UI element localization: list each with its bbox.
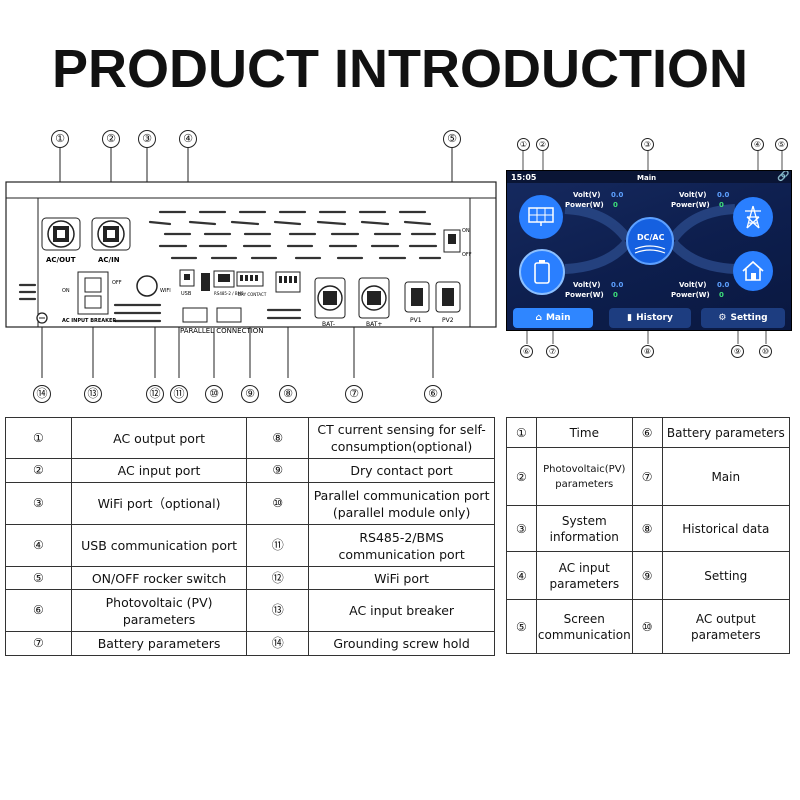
screen-header: Main — [637, 174, 657, 182]
screen-callout-3: ③ — [641, 138, 654, 151]
load-power-value: 0 — [719, 291, 724, 299]
parallel-label: PARALLEL CONNECTION — [180, 327, 264, 335]
inverter-display-screen: 15:05 Main 🔗 DC/AC Volt(V) 0.0 Power(W) … — [506, 170, 792, 331]
device-callout-9: ⑨ — [241, 385, 259, 403]
device-callout-14: ⑭ — [33, 385, 51, 403]
load-volt-label: Volt(V) — [679, 281, 707, 289]
home-icon: ⌂ — [535, 313, 542, 323]
energy-flow-graphic — [564, 204, 736, 274]
link-icon: 🔗 — [777, 171, 790, 182]
screen-callout-9: ⑨ — [731, 345, 744, 358]
nav-main-label: Main — [545, 313, 571, 323]
home-load-icon — [733, 251, 773, 291]
grid-tower-icon — [733, 197, 773, 237]
usb-label: USB — [181, 291, 192, 297]
dry-contact-label: DRY CONTACT — [238, 292, 267, 297]
device-callout-12: ⑫ — [146, 385, 164, 403]
dcac-label: DC/AC — [637, 233, 665, 242]
grid-volt-label: Volt(V) — [679, 191, 707, 199]
device-callout-10: ⑩ — [205, 385, 223, 403]
device-callout-3: ③ — [138, 130, 156, 148]
battery-icon — [519, 249, 565, 295]
breaker-label: AC INPUT BREAKER — [62, 318, 116, 324]
device-callout-7: ⑦ — [345, 385, 363, 403]
wifi-port-label: WIFI — [160, 288, 171, 294]
switch-off-label: OFF — [462, 252, 472, 258]
grid-power-label: Power(W) — [671, 201, 710, 209]
nav-setting-label: Setting — [730, 313, 768, 323]
screen-callout-7: ⑦ — [546, 345, 559, 358]
acout-label: AC/OUT — [46, 256, 76, 264]
battery-power-label: Power(W) — [565, 291, 604, 299]
nav-history-button[interactable]: ▮History — [609, 308, 691, 328]
pv1-label: PV1 — [410, 317, 422, 324]
screen-callout-8: ⑧ — [641, 345, 654, 358]
battery-power-value: 0 — [613, 291, 618, 299]
battery-volt-value: 0.0 — [611, 281, 624, 289]
device-callout-11: ⑪ — [170, 385, 188, 403]
device-callout-4: ④ — [179, 130, 197, 148]
load-volt-value: 0.0 — [717, 281, 730, 289]
device-callout-1: ① — [51, 130, 69, 148]
breaker-on-label: ON — [62, 288, 70, 294]
screen-callout-1: ① — [517, 138, 530, 151]
screen-callout-2: ② — [536, 138, 549, 151]
device-callout-6: ⑥ — [424, 385, 442, 403]
pv-power-value: 0 — [613, 201, 618, 209]
screen-callout-10: ⑩ — [759, 345, 772, 358]
pv2-label: PV2 — [442, 317, 454, 324]
inverter-panel-diagram: AC/OUT AC/IN ON OFF AC INPUT BREAKER WIF… — [5, 147, 497, 378]
screen-callout-4: ④ — [751, 138, 764, 151]
bat-plus-label: BAT+ — [366, 321, 382, 328]
nav-main-button[interactable]: ⌂Main — [513, 308, 593, 328]
grid-volt-value: 0.0 — [717, 191, 730, 199]
gear-icon: ⚙ — [718, 313, 727, 323]
breaker-off-label: OFF — [112, 280, 122, 286]
bat-minus-label: BAT- — [322, 321, 335, 328]
screen-time: 15:05 — [511, 173, 537, 182]
device-callout-8: ⑧ — [279, 385, 297, 403]
screen-callout-5: ⑤ — [775, 138, 788, 151]
pv-volt-label: Volt(V) — [573, 191, 601, 199]
acin-label: AC/IN — [98, 256, 120, 264]
nav-history-label: History — [636, 313, 673, 323]
nav-setting-button[interactable]: ⚙Setting — [701, 308, 785, 328]
device-callout-2: ② — [102, 130, 120, 148]
device-callout-5: ⑤ — [443, 130, 461, 148]
device-callout-13: ⑬ — [84, 385, 102, 403]
bar-chart-icon: ▮ — [627, 313, 633, 323]
grid-power-value: 0 — [719, 201, 724, 209]
pv-power-label: Power(W) — [565, 201, 604, 209]
solar-panel-icon — [519, 195, 563, 239]
page-title: PRODUCT INTRODUCTION — [52, 39, 748, 99]
load-power-label: Power(W) — [671, 291, 710, 299]
screen-callout-6: ⑥ — [520, 345, 533, 358]
switch-on-label: ON — [462, 228, 470, 234]
pv-volt-value: 0.0 — [611, 191, 624, 199]
battery-volt-label: Volt(V) — [573, 281, 601, 289]
rs485-label: RS485-2 / BMS — [214, 291, 244, 296]
